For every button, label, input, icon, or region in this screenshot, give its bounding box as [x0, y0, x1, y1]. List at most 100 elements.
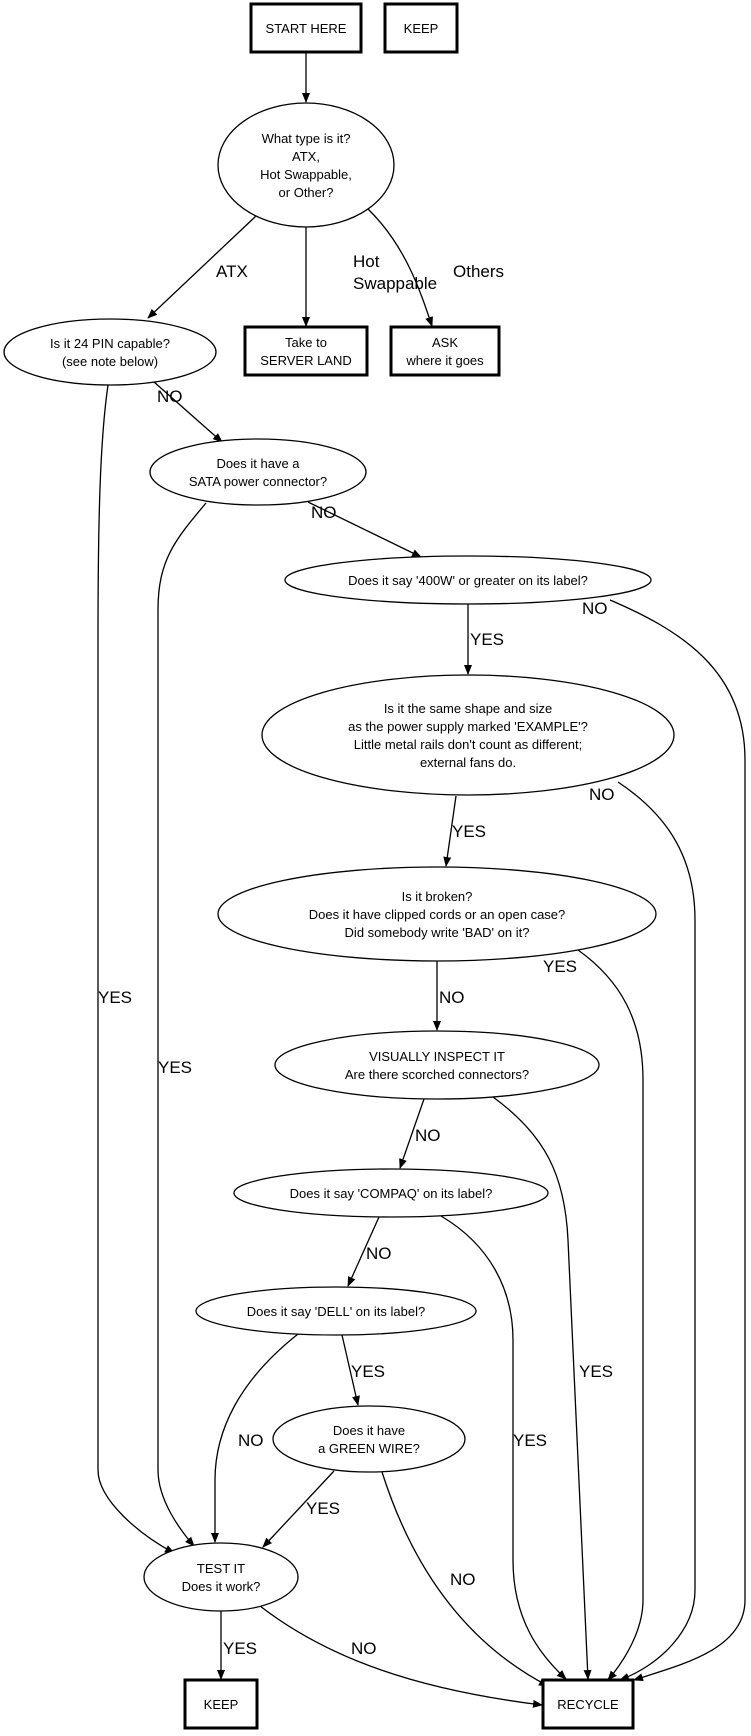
- node-w400[interactable]: Does it say '400W' or greater on its lab…: [284, 555, 652, 605]
- edge-line: [211, 1333, 299, 1543]
- node-label: START HERE: [266, 21, 347, 36]
- node-label: RECYCLE: [557, 1697, 619, 1712]
- node-ellipse: [195, 1286, 477, 1336]
- node-pin24[interactable]: Is it 24 PIN capable? (see note below): [3, 318, 217, 386]
- node-label: Does it say 'DELL' on its label?: [247, 1304, 425, 1319]
- node-ellipse: [217, 102, 395, 228]
- edge-pin24-to-test: [97, 384, 175, 1554]
- node-shape[interactable]: Is it the same shape and size as the powe…: [261, 674, 675, 796]
- edge-line: [577, 949, 644, 1681]
- node-label: Are there scorched connectors?: [345, 1067, 529, 1082]
- edge-label-no: NO: [439, 988, 465, 1007]
- node-dell[interactable]: Does it say 'DELL' on its label?: [195, 1286, 477, 1336]
- node-test[interactable]: TEST IT Does it work?: [143, 1542, 299, 1612]
- edge-line: [307, 501, 422, 558]
- node-label: KEEP: [204, 1697, 239, 1712]
- node-ellipse: [3, 318, 217, 386]
- node-label: What type is it?: [262, 131, 351, 146]
- node-box: [249, 2, 363, 54]
- node-label: a GREEN WIRE?: [318, 1441, 420, 1456]
- edge-label-others: Others: [453, 262, 504, 281]
- edge-line: [381, 1471, 549, 1687]
- edge-label-no: NO: [589, 785, 615, 804]
- edge-label-yes: YES: [470, 630, 504, 649]
- node-label: Did somebody write 'BAD' on it?: [345, 925, 530, 940]
- node-label: ATX,: [292, 149, 320, 164]
- node-label: external fans do.: [420, 755, 516, 770]
- edge-sata-to-test: [157, 502, 207, 1547]
- edge-label-yes: YES: [351, 1362, 385, 1381]
- edge-line: [443, 795, 457, 867]
- edge-label-yes: YES: [306, 1499, 340, 1518]
- node-start[interactable]: START HERE: [249, 2, 363, 54]
- node-type[interactable]: What type is it?ATX,Hot Swappable,or Oth…: [217, 102, 395, 228]
- edge-visual-to-recycle: [492, 1096, 592, 1680]
- node-visual[interactable]: VISUALLY INSPECT IT Are there scorched co…: [274, 1030, 600, 1100]
- edge-line: [367, 208, 433, 327]
- node-box: [243, 325, 369, 377]
- edge-broken-to-recycle: [577, 949, 644, 1681]
- edge-label-yes: YES: [579, 1362, 613, 1381]
- edge-dell-to-test: [211, 1333, 299, 1543]
- edge-green-to-test: [262, 1470, 335, 1548]
- edge-compaq-to-dell: [347, 1216, 380, 1287]
- node-label: Does it work?: [182, 1579, 261, 1594]
- node-label: VISUALLY INSPECT IT: [369, 1049, 505, 1064]
- node-recycle[interactable]: RECYCLE: [541, 1678, 635, 1730]
- node-label: as the power supply marked 'EXAMPLE'?: [348, 719, 588, 734]
- node-ellipse: [272, 1405, 466, 1473]
- node-broken[interactable]: Is it broken? Does it have clipped cords …: [217, 866, 657, 962]
- edge-label-no: NO: [366, 1244, 392, 1263]
- edge-label-hot: Hot: [353, 252, 380, 271]
- edge-dell-to-green: [341, 1334, 360, 1406]
- node-label: SATA power connector?: [189, 474, 327, 489]
- node-compaq[interactable]: Does it say 'COMPAQ' on its label?: [233, 1168, 549, 1218]
- edge-line: [341, 1334, 360, 1406]
- node-label: Little metal rails don't count as differ…: [354, 737, 582, 752]
- node-label: Does it say '400W' or greater on its lab…: [348, 573, 588, 588]
- edge-line: [440, 1215, 567, 1680]
- edge-line: [157, 502, 207, 1547]
- node-label: ASK: [432, 335, 458, 350]
- node-ellipse: [274, 1030, 600, 1100]
- edge-line: [492, 1096, 592, 1680]
- edge-line: [147, 215, 257, 319]
- node-box: [383, 2, 459, 54]
- edge-compaq-to-recycle: [440, 1215, 567, 1680]
- edge-label-yes: YES: [513, 1431, 547, 1450]
- edge-label-no: NO: [415, 1126, 441, 1145]
- edge-label-yes: YES: [98, 988, 132, 1007]
- node-keep[interactable]: KEEP: [183, 1678, 259, 1730]
- edge-label-no: NO: [157, 387, 183, 406]
- node-ellipse: [233, 1168, 549, 1218]
- edge-label-yes: YES: [543, 957, 577, 976]
- edge-line: [262, 1470, 335, 1548]
- edge-line: [97, 384, 175, 1554]
- node-label: Is it broken?: [402, 889, 473, 904]
- edge-label-swappable: Swappable: [353, 274, 437, 293]
- node-label: (see note below): [62, 354, 158, 369]
- edge-pin24-to-sata: [153, 381, 223, 443]
- node-box: [183, 1678, 259, 1730]
- node-ellipse: [217, 866, 657, 962]
- node-label: Is it 24 PIN capable?: [50, 336, 170, 351]
- node-label: TEST IT: [197, 1561, 245, 1576]
- node-keep-top[interactable]: KEEP: [383, 2, 459, 54]
- node-label: or Other?: [279, 185, 334, 200]
- edge-line: [347, 1216, 380, 1287]
- edge-test-to-recycle: [259, 1605, 543, 1708]
- edge-green-to-recycle: [381, 1471, 549, 1687]
- edge-label-atx: ATX: [216, 262, 248, 281]
- edge-visual-to-compaq: [399, 1098, 425, 1169]
- node-ellipse: [284, 555, 652, 605]
- edge-label-no: NO: [311, 503, 337, 522]
- node-label: Does it have clipped cords or an open ca…: [309, 907, 566, 922]
- node-label: Is it the same shape and size: [384, 701, 552, 716]
- edge-w400-to-recycle: [609, 599, 746, 1682]
- node-ellipse: [149, 438, 367, 506]
